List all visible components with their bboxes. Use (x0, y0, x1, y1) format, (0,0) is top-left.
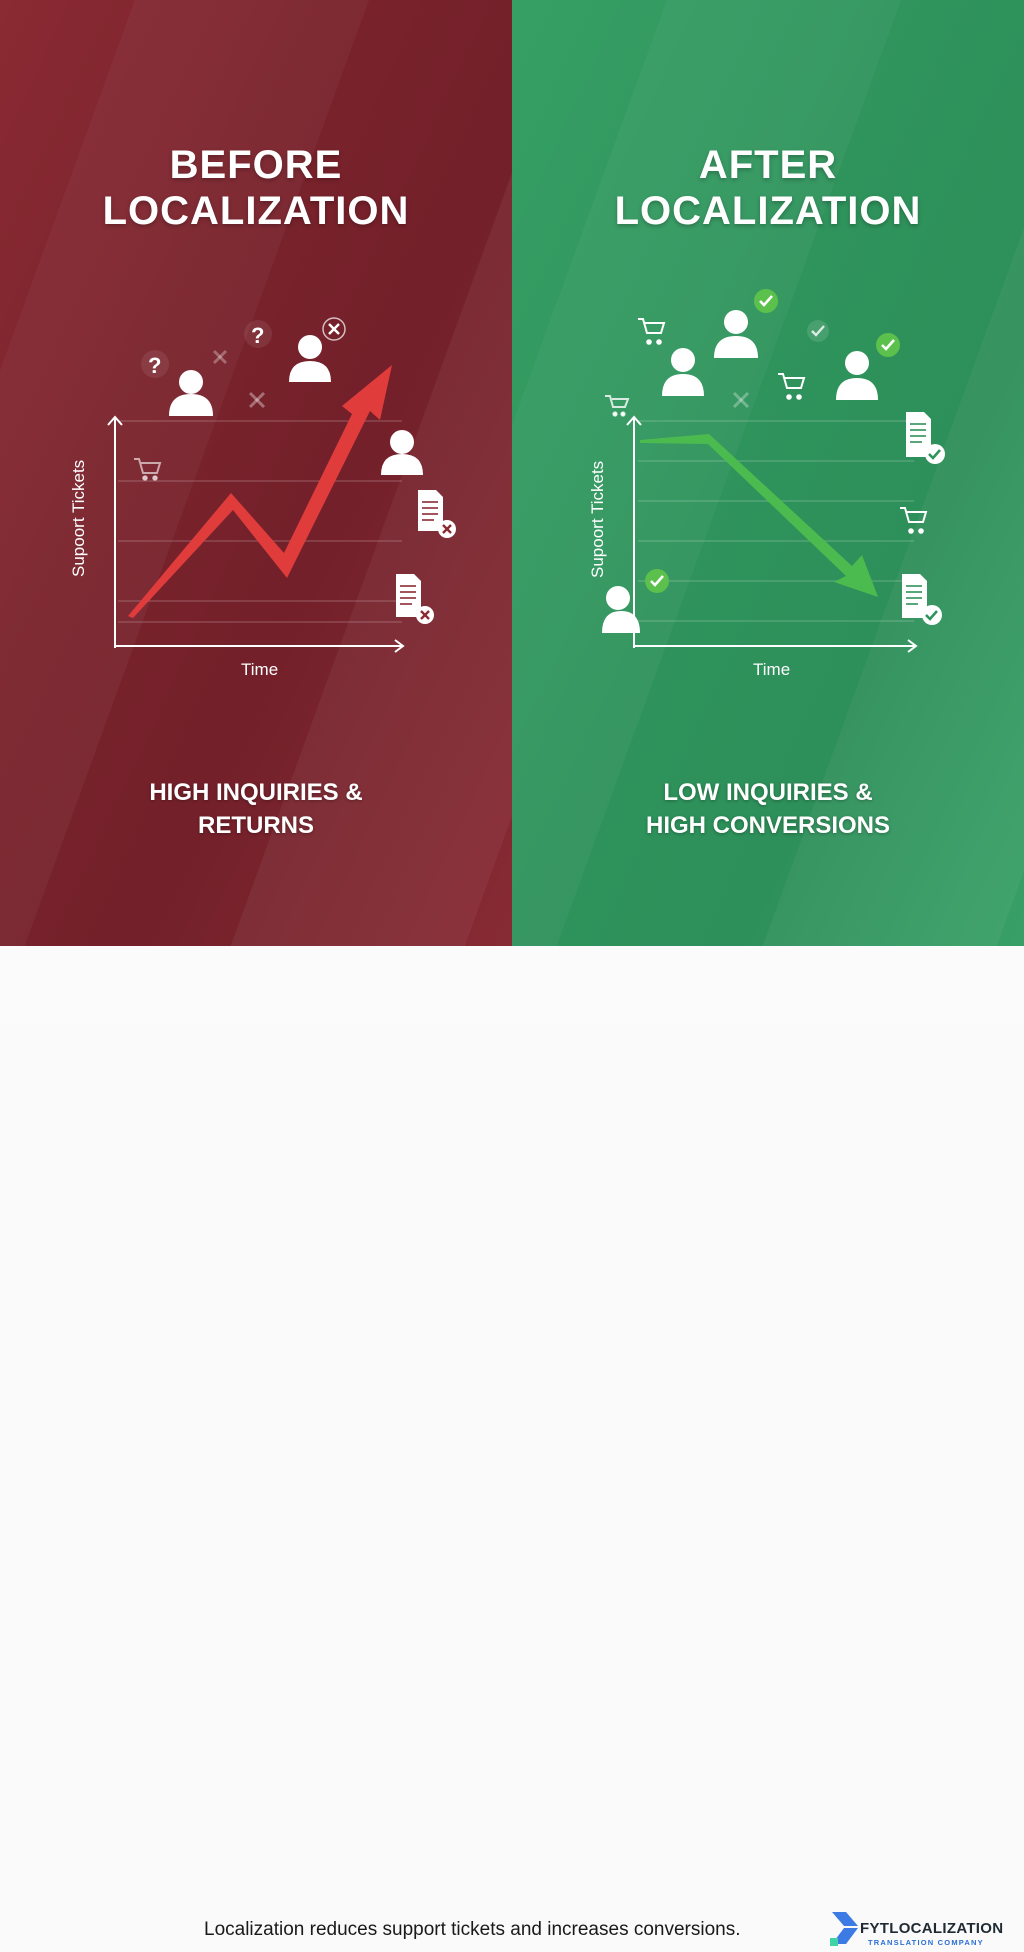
footer-banner: Localization reduces support tickets and… (0, 946, 1024, 1947)
x-icon (248, 391, 266, 409)
before-panel: BEFORE LOCALIZATION Supoort Tickets Time (0, 0, 512, 946)
user-icon (289, 335, 331, 382)
user-icon (169, 370, 213, 416)
trend-line-down (640, 434, 878, 597)
y-axis-label: Supoort Tickets (588, 461, 607, 578)
cart-icon (778, 373, 806, 400)
axes (107, 415, 405, 653)
cart-icon (900, 507, 928, 534)
user-icon (714, 310, 758, 358)
after-title: AFTER LOCALIZATION (512, 142, 1024, 234)
before-subtitle: HIGH INQUIRIES & RETURNS (0, 776, 512, 842)
after-subtitle-line2: HIGH CONVERSIONS (645, 812, 891, 839)
y-axis-label: Supoort Tickets (69, 460, 88, 577)
logo-name: FYTLOCALIZATION (860, 1920, 1004, 1937)
company-logo: FYTLOCALIZATION TRANSLATION COMPANY (828, 1908, 1018, 1952)
check-circle-icon (807, 320, 829, 342)
user-icon (602, 586, 640, 633)
document-check-icon (902, 574, 942, 625)
check-circle-icon (876, 333, 900, 357)
before-subtitle-line2: RETURNS (197, 812, 314, 839)
cart-icon (134, 458, 162, 481)
after-panel: AFTER LOCALIZATION Supoort Tickets Time (512, 0, 1024, 946)
svg-text:?: ? (148, 353, 161, 378)
x-circle-icon (322, 317, 346, 341)
logo-tagline: TRANSLATION COMPANY (868, 1938, 984, 1947)
check-circle-icon (645, 569, 669, 593)
before-title: BEFORE LOCALIZATION (0, 142, 512, 234)
x-icon (212, 349, 228, 365)
user-icon (662, 348, 704, 396)
after-title-line2: LOCALIZATION (614, 189, 922, 233)
question-icon: ? (141, 350, 169, 378)
before-title-line1: BEFORE (169, 143, 343, 187)
axes (626, 415, 918, 653)
footer-caption: Localization reduces support tickets and… (204, 1919, 741, 1940)
x-axis-label: Time (241, 660, 278, 679)
cart-icon (605, 395, 630, 417)
before-subtitle-line1: HIGH INQUIRIES & (149, 779, 363, 806)
after-subtitle-line1: LOW INQUIRIES & (663, 779, 873, 806)
document-x-icon (396, 574, 434, 624)
check-circle-icon (754, 289, 778, 313)
cart-icon (638, 318, 666, 345)
after-subtitle: LOW INQUIRIES & HIGH CONVERSIONS (512, 776, 1024, 842)
x-icon (732, 391, 750, 409)
after-chart: Supoort Tickets Time (588, 289, 945, 679)
logo-mark-icon (830, 1912, 858, 1946)
before-chart: Supoort Tickets Time ? ? (69, 317, 456, 679)
trend-line-up (128, 365, 392, 618)
question-icon: ? (244, 320, 272, 348)
before-title-line2: LOCALIZATION (102, 189, 410, 233)
document-check-icon (906, 412, 945, 464)
x-axis-label: Time (753, 660, 790, 679)
user-icon (381, 430, 423, 475)
user-icon (836, 351, 878, 400)
svg-text:?: ? (251, 323, 264, 348)
document-x-icon (418, 490, 456, 538)
after-title-line1: AFTER (698, 143, 838, 187)
gridlines (118, 420, 402, 623)
